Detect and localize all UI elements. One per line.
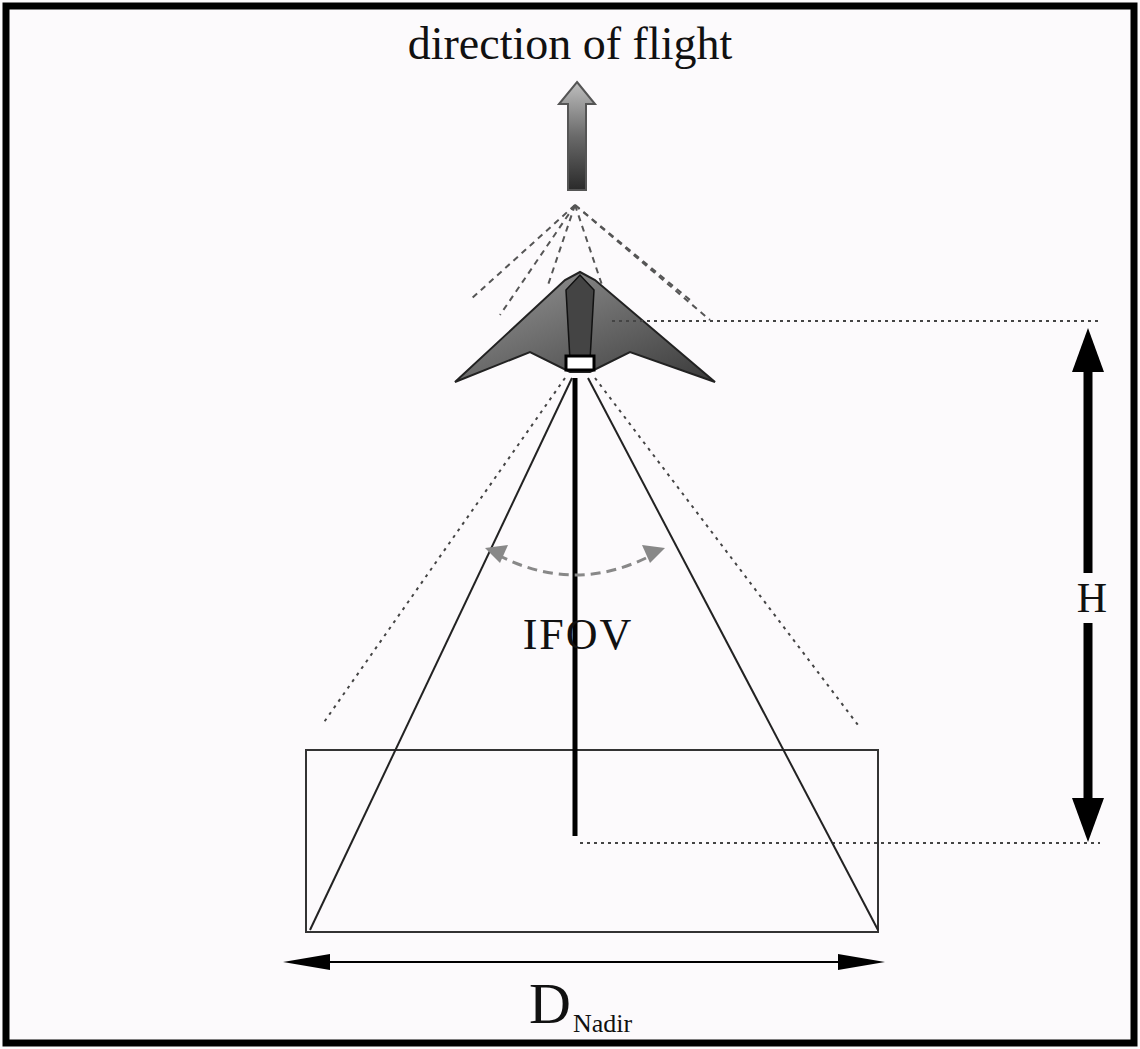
subscript-label: Nadir (573, 1011, 632, 1037)
distance-label: D (529, 975, 571, 1033)
height-label: H (1075, 573, 1109, 623)
ifov-label: IFOV (523, 613, 634, 657)
flight-direction-label: direction of flight (408, 21, 732, 67)
